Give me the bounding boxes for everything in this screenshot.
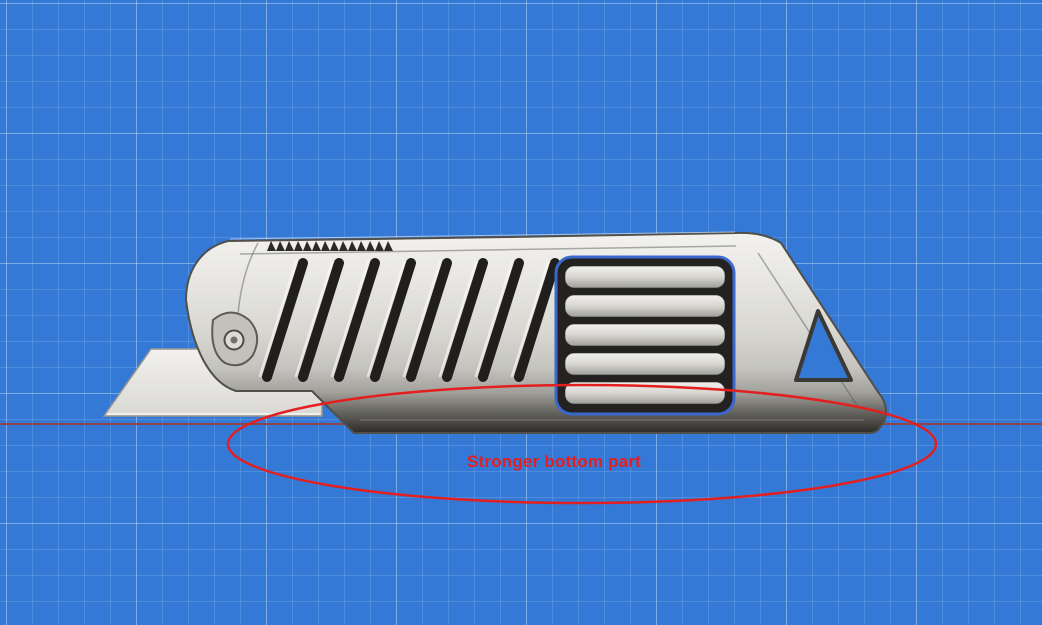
grip-slot <box>370 258 416 382</box>
grip-slot <box>334 258 380 382</box>
face-contour-top <box>239 245 737 255</box>
pivot-center-dot <box>230 336 238 344</box>
grip-slot <box>406 258 452 382</box>
blade-slider[interactable] <box>554 255 736 416</box>
grip-slot <box>298 258 344 382</box>
grip-slot <box>442 258 488 382</box>
grip-slot <box>514 258 560 382</box>
annotation-label: Stronger bottom part <box>467 452 641 471</box>
top-edge-highlight <box>229 231 736 240</box>
annotation-ellipse <box>226 383 938 505</box>
lanyard-hole[interactable] <box>794 309 853 382</box>
slider-ribs <box>564 265 726 405</box>
knife-model[interactable] <box>102 231 887 434</box>
grip-slot <box>262 258 308 382</box>
grip-slots[interactable] <box>262 258 560 382</box>
grip-slot-highlights <box>258 260 550 378</box>
bolster-curve <box>237 242 259 315</box>
thumb-serrations <box>267 241 393 251</box>
grip-slot <box>478 258 524 382</box>
face-contour-slope <box>757 252 861 411</box>
